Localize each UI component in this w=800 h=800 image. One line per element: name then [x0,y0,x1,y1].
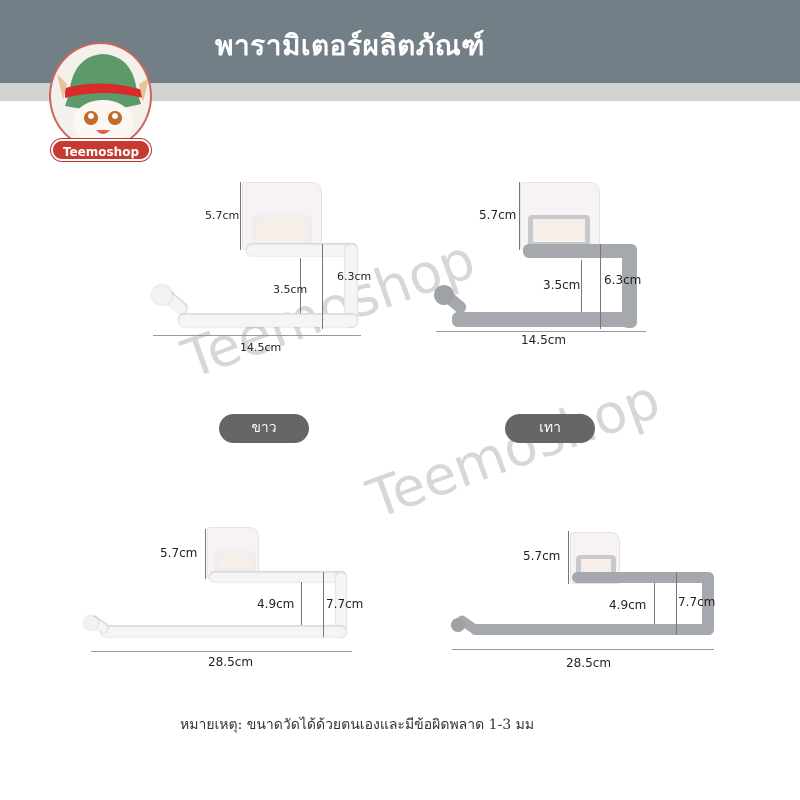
color-option-grey[interactable]: เทา [505,414,595,443]
dimension-line [600,244,601,329]
holder-end-knob [434,285,454,305]
dim-width: 28.5cm [208,655,254,669]
dimension-line [300,258,301,313]
page-title: พารามิเตอร์ผลิตภัณฑ์ [215,29,485,62]
holder-end-knob [152,285,172,305]
dim-width: 28.5cm [566,656,612,670]
dimension-line [153,335,361,336]
shop-name-badge: Teemoshop [51,139,151,161]
holder-side-bar [335,571,347,637]
shop-logo: Teemoshop [49,42,152,161]
dim-inner-height: 4.9cm [609,598,647,612]
dimension-line [205,529,206,579]
dim-width: 14.5cm [240,341,282,354]
mount-bracket [214,551,256,573]
holder-top-bar [572,572,714,583]
dimension-line [240,182,241,250]
holder-bottom-bar [178,313,358,327]
measurement-note: หมายเหตุ: ขนาดวัดได้ด้วยตนเองและมีข้อผิด… [180,717,535,733]
dim-plate-height: 5.7cm [523,549,561,563]
holder-top-bar [246,243,358,256]
dimension-line [581,260,582,312]
holder-side-bar [702,572,714,635]
holder-top-bar [209,571,347,582]
dimension-line [568,531,569,584]
holder-side-bar [344,243,358,327]
color-option-white[interactable]: ขาว [219,414,309,443]
dim-plate-height: 5.7cm [205,209,240,222]
dimension-line [322,244,323,329]
dimension-line [654,583,655,624]
dimension-line [519,182,520,250]
mascot-icon [57,54,149,148]
dim-outer-height: 7.7cm [326,597,364,611]
dimension-line [676,572,677,635]
dim-inner-height: 3.5cm [273,283,308,296]
mascot-badge [49,42,152,150]
dim-outer-height: 6.3cm [337,270,372,283]
holder-end-knob [451,618,465,632]
mount-bracket [528,215,590,247]
holder-bottom-bar [470,624,714,635]
dim-outer-height: 7.7cm [678,595,716,609]
dim-outer-height: 6.3cm [604,273,642,287]
dim-width: 14.5cm [521,333,567,347]
dim-plate-height: 5.7cm [479,208,517,222]
dim-inner-height: 3.5cm [543,278,581,292]
dimension-line [301,582,302,625]
watermark: Teemoshop [359,367,668,532]
holder-top-bar [523,244,637,258]
dimension-line [323,572,324,637]
header-divider-strip [0,83,800,101]
holder-bottom-bar [100,625,347,637]
holder-bottom-bar [452,312,637,327]
dimension-line [91,651,352,652]
holder-side-bar [622,244,637,328]
dimension-line [436,331,646,332]
holder-end-knob [84,616,98,630]
dim-inner-height: 4.9cm [257,597,295,611]
dimension-line [452,649,714,650]
dim-plate-height: 5.7cm [160,546,198,560]
